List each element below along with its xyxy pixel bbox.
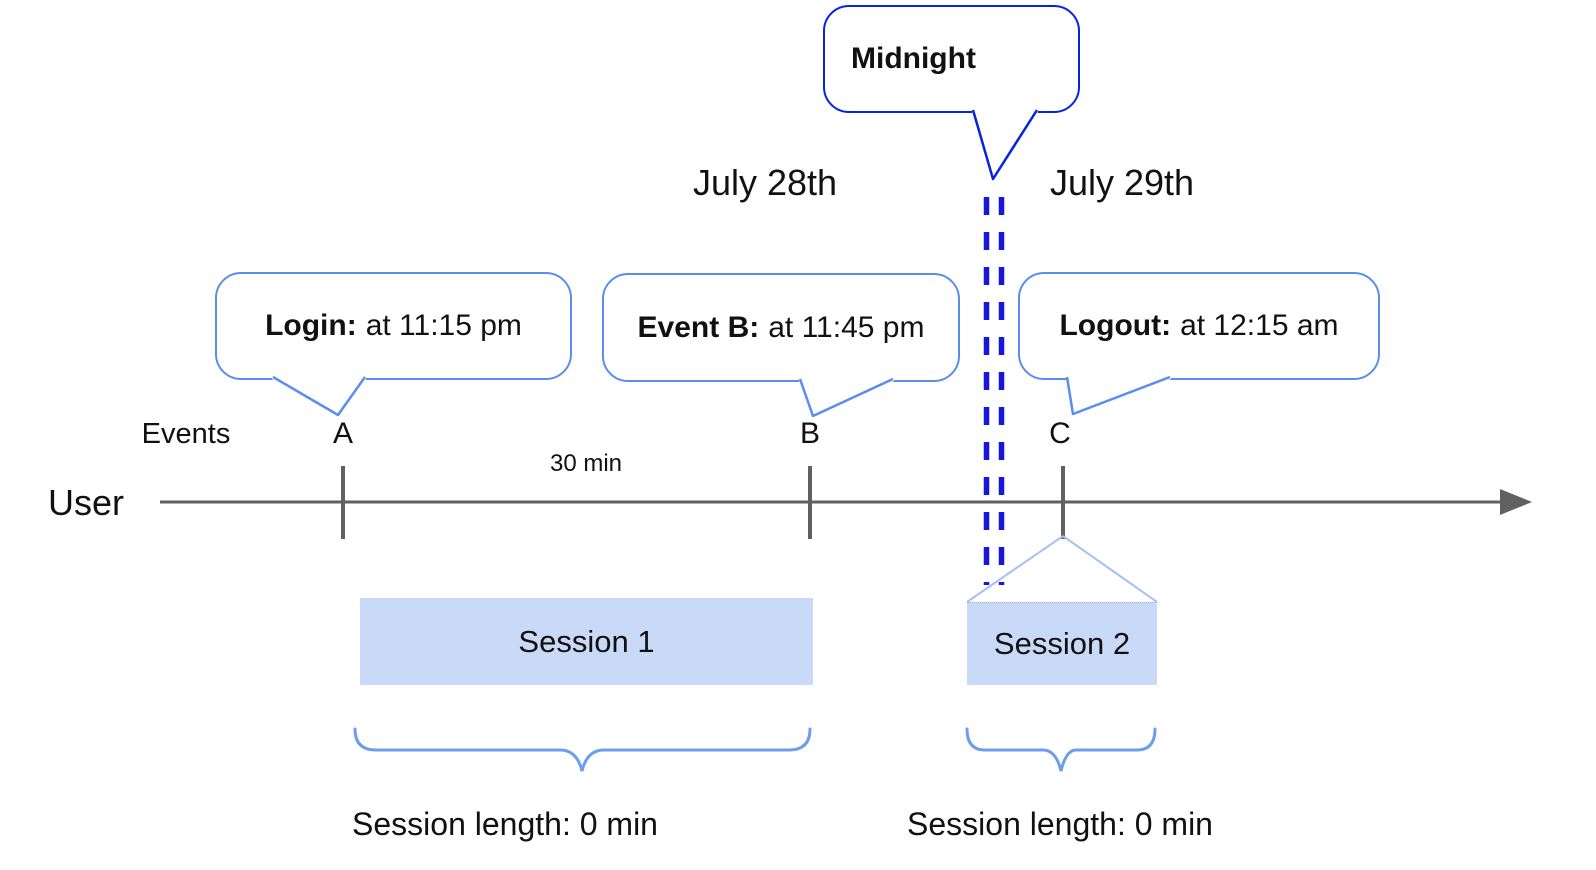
logout-callout: Logout: at 12:15 am <box>1018 272 1380 380</box>
midnight-label: Midnight <box>851 42 976 75</box>
session2-funnel-lines <box>966 535 1158 603</box>
user-axis-label: User <box>47 482 124 523</box>
login-callout: Login: at 11:15 pm <box>215 272 572 380</box>
logout-callout-tail <box>1065 374 1171 416</box>
logout-callout-title: Logout: <box>1059 309 1172 342</box>
event-b-callout-detail: at 11:45 pm <box>768 310 925 344</box>
date-label-july-28th: July 28th <box>692 162 838 203</box>
session1-length-label: Session length: 0 min <box>352 806 658 842</box>
session1-box: Session 1 <box>360 598 813 685</box>
date-label-july-29th: July 29th <box>1049 162 1195 203</box>
session2-label: Session 2 <box>993 626 1131 661</box>
login-callout-detail: at 11:15 pm <box>365 309 522 342</box>
event-b-callout-tail <box>798 376 894 418</box>
event-marker-a: A <box>332 417 353 450</box>
event-marker-b: B <box>799 417 820 450</box>
event-b-callout-title: Event B: <box>637 310 760 344</box>
login-callout-title: Login: <box>265 309 357 342</box>
session1-brace <box>353 727 812 772</box>
session2-length-label: Session length: 0 min <box>907 806 1213 842</box>
logout-callout-detail: at 12:15 am <box>1180 309 1339 342</box>
interval-label: 30 min <box>549 450 623 477</box>
midnight-dashed-divider <box>983 197 1005 585</box>
session2-brace <box>965 727 1157 772</box>
session2-box: Session 2 <box>967 602 1157 685</box>
session1-label: Session 1 <box>518 623 655 659</box>
events-axis-label: Events <box>141 418 231 450</box>
event-b-callout: Event B: at 11:45 pm <box>602 273 960 382</box>
timeline-axis <box>160 489 1532 515</box>
event-marker-c: C <box>1049 417 1071 450</box>
login-callout-tail <box>272 374 367 417</box>
timeline-arrowhead <box>1500 489 1532 515</box>
midnight-callout: Midnight <box>823 5 1080 113</box>
